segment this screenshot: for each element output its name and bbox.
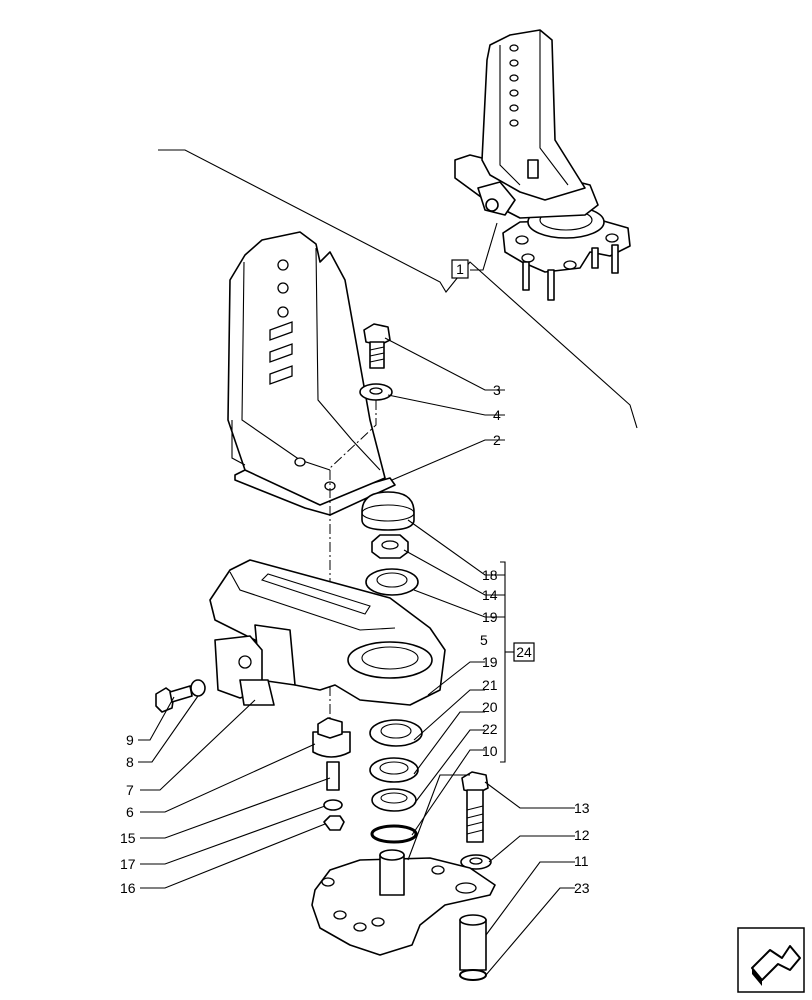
bolt-part-3 bbox=[363, 323, 391, 369]
washer-part-8 bbox=[190, 679, 206, 697]
castle-nut-part-14 bbox=[371, 534, 409, 559]
callout-6: 6 bbox=[126, 804, 134, 820]
svg-text:1: 1 bbox=[456, 261, 464, 277]
callout-22: 22 bbox=[482, 721, 498, 737]
bolt-part-13 bbox=[461, 771, 489, 843]
centerline bbox=[329, 400, 377, 650]
callout-17: 17 bbox=[120, 856, 136, 872]
view-break-line bbox=[158, 149, 638, 429]
callout-4: 4 bbox=[493, 407, 501, 423]
race-part-21 bbox=[369, 757, 419, 783]
callout-11: 11 bbox=[574, 853, 589, 869]
callout-21: 21 bbox=[482, 677, 498, 693]
arrow-navigation-icon[interactable] bbox=[737, 927, 805, 993]
callout-24: 24 bbox=[513, 642, 535, 662]
swivel-base-part-5 bbox=[209, 559, 446, 706]
callout-7: 7 bbox=[126, 782, 134, 798]
callout-3: 3 bbox=[493, 382, 501, 398]
bushing-part-11 bbox=[459, 914, 487, 971]
callout-18: 18 bbox=[482, 567, 498, 583]
assembly-overview-view bbox=[454, 29, 631, 301]
callout-15: 15 bbox=[120, 830, 136, 846]
callout-13: 13 bbox=[574, 800, 590, 816]
mounting-plate-part-10 bbox=[311, 849, 496, 956]
stud-part-15 bbox=[326, 761, 340, 791]
bracket-part-2 bbox=[227, 231, 396, 516]
callout-12: 12 bbox=[574, 827, 590, 843]
leader-lines bbox=[138, 337, 575, 976]
callout-9: 9 bbox=[126, 732, 134, 748]
callout-1: 1 bbox=[451, 259, 469, 279]
nut-part-16 bbox=[323, 815, 345, 831]
callout-19-lower: 19 bbox=[482, 654, 498, 670]
svg-text:24: 24 bbox=[516, 644, 532, 660]
washer-part-17 bbox=[323, 799, 343, 811]
washer-part-4 bbox=[359, 383, 393, 401]
bearing-part-19-upper bbox=[365, 568, 419, 596]
rubber-mount-part-6 bbox=[312, 717, 351, 758]
o-ring-part-23 bbox=[459, 969, 487, 981]
callout-14: 14 bbox=[482, 587, 498, 603]
dust-cap-part-18 bbox=[361, 491, 415, 531]
callout-20: 20 bbox=[482, 699, 498, 715]
callout-16: 16 bbox=[120, 880, 136, 896]
callout-5: 5 bbox=[480, 632, 488, 648]
callout-2: 2 bbox=[493, 432, 501, 448]
o-ring-part-22 bbox=[370, 824, 418, 844]
callout-19-upper: 19 bbox=[482, 609, 498, 625]
callout-10: 10 bbox=[482, 743, 498, 759]
seal-part-20 bbox=[371, 788, 417, 812]
washer-part-12 bbox=[460, 854, 492, 870]
bolt-part-9 bbox=[155, 685, 193, 713]
callout-23: 23 bbox=[574, 880, 590, 896]
callout-8: 8 bbox=[126, 754, 134, 770]
bearing-part-19-lower bbox=[369, 719, 423, 747]
